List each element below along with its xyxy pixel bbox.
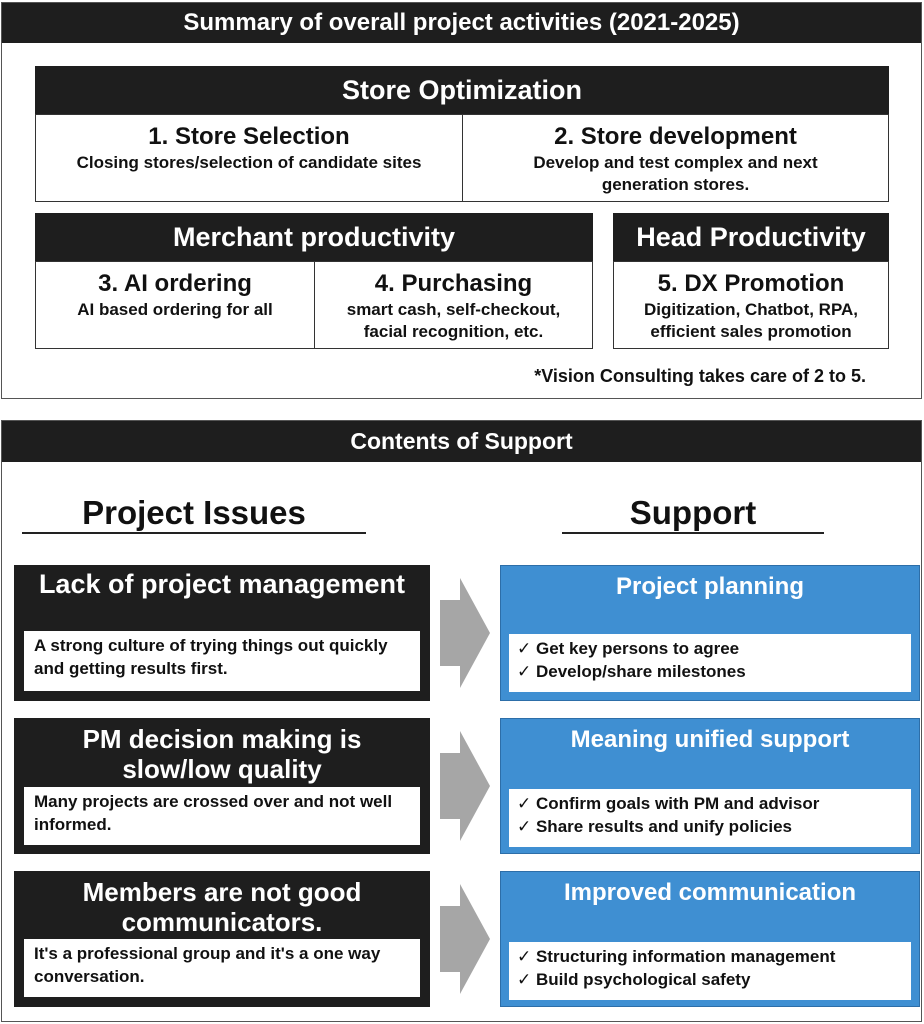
support-point: ✓ Confirm goals with PM and advisor	[517, 794, 820, 813]
purchasing-cell: 4. Purchasing smart cash, self-checkout,…	[314, 261, 593, 349]
support-title-text: Meaning unified support	[570, 726, 850, 753]
summary-title: Summary of overall project activities (2…	[2, 3, 921, 43]
project-issues-heading: Project Issues	[82, 494, 306, 531]
issue-description: It's a professional group and it's a one…	[24, 939, 420, 997]
purchasing-title: 4. Purchasing	[374, 270, 533, 297]
ai-ordering-cell: 3. AI ordering AI based ordering for all	[35, 261, 315, 349]
support-points: ✓ Confirm goals with PM and advisor ✓ Sh…	[509, 789, 911, 847]
head-productivity-heading: Head Productivity	[613, 213, 889, 261]
project-issues-underline	[22, 532, 366, 534]
issue-description: A strong culture of trying things out qu…	[24, 631, 420, 691]
support-heading: Support	[629, 494, 757, 531]
store-development-desc: Develop and test complex and next genera…	[533, 153, 818, 194]
arrow-right-icon	[440, 731, 490, 841]
merchant-productivity-heading: Merchant productivity	[35, 213, 593, 261]
support-points: ✓ Structuring information management ✓ B…	[509, 942, 911, 1000]
support-point: ✓ Get key persons to agree	[517, 639, 740, 658]
store-optimization-heading: Store Optimization	[35, 66, 889, 114]
arrow-right-icon	[440, 884, 490, 994]
support-box: Project planning ✓ Get key persons to ag…	[500, 565, 920, 701]
issue-box: Lack of project management A strong cult…	[14, 565, 430, 701]
support-title-text: Project planning	[615, 573, 804, 600]
arrow-right-icon	[440, 578, 490, 688]
ai-ordering-title: 3. AI ordering	[98, 270, 252, 297]
purchasing-desc: smart cash, self-checkout, facial recogn…	[346, 300, 561, 341]
store-development-title: 2. Store development	[554, 123, 797, 150]
ai-ordering-desc: AI based ordering for all	[77, 300, 273, 319]
vision-consulting-note: *Vision Consulting takes care of 2 to 5.	[534, 366, 866, 386]
store-selection-cell: 1. Store Selection Closing stores/select…	[35, 114, 463, 202]
support-point: ✓ Build psychological safety	[517, 970, 751, 989]
support-points: ✓ Get key persons to agree ✓ Develop/sha…	[509, 634, 911, 692]
support-point: ✓ Share results and unify policies	[517, 817, 792, 836]
store-selection-title: 1. Store Selection	[148, 123, 350, 150]
issue-title: PM decision making is slow/low quality	[82, 724, 362, 784]
support-title: Contents of Support	[2, 421, 921, 462]
support-underline	[562, 532, 824, 534]
support-point: ✓ Develop/share milestones	[517, 662, 746, 681]
support-box: Meaning unified support ✓ Confirm goals …	[500, 718, 920, 854]
store-development-cell: 2. Store development Develop and test co…	[462, 114, 889, 202]
issue-box: Members are not good communicators. It's…	[14, 871, 430, 1007]
store-selection-desc: Closing stores/selection of candidate si…	[76, 153, 422, 172]
dx-promotion-cell: 5. DX Promotion Digitization, Chatbot, R…	[613, 261, 889, 349]
dx-promotion-title: 5. DX Promotion	[657, 270, 845, 297]
issue-box: PM decision making is slow/low quality M…	[14, 718, 430, 854]
support-box: Improved communication ✓ Structuring inf…	[500, 871, 920, 1007]
support-point: ✓ Structuring information management	[517, 947, 836, 966]
issue-title: Lack of project management	[38, 569, 406, 599]
dx-promotion-desc: Digitization, Chatbot, RPA, efficient sa…	[643, 300, 859, 341]
support-title-text: Improved communication	[563, 879, 857, 906]
issue-description: Many projects are crossed over and not w…	[24, 787, 420, 845]
issue-title: Members are not good communicators.	[82, 877, 362, 937]
